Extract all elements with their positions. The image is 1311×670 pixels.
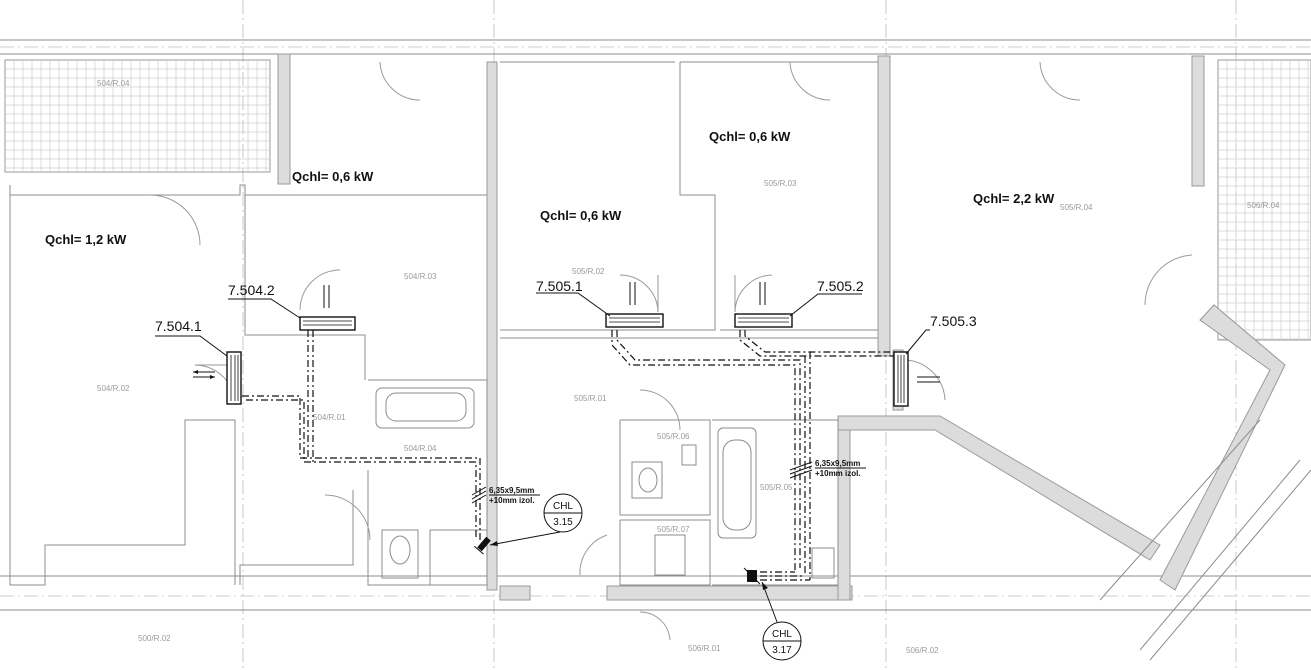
airflow-arrows <box>193 282 940 383</box>
room-number: 505/R.05 <box>760 483 793 492</box>
walls <box>277 53 1286 601</box>
pipe-size: 6,35x9,5mm <box>815 459 860 468</box>
chiller-connection-1: CHL 3.15 <box>473 493 583 555</box>
indoor-unit-7-505-2 <box>734 313 793 328</box>
room-number: 505/R.04 <box>1060 203 1093 212</box>
room-number: 504/R.03 <box>404 272 437 281</box>
unit-tag: 7.504.2 <box>228 282 275 298</box>
chiller-code: CHL <box>553 501 573 512</box>
room-number: 506/R.04 <box>1247 201 1280 210</box>
indoor-unit-7-505-3 <box>893 351 909 407</box>
pipe-insulation: +10mm izol. <box>489 496 535 505</box>
room-number: 506/R.02 <box>906 646 939 655</box>
indoor-units <box>226 313 909 407</box>
cooling-load-label: Qchl= 2,2 kW <box>973 191 1055 206</box>
pipe-tag-2: 6,35x9,5mm +10mm izol. <box>789 459 866 479</box>
chiller-number: 3.15 <box>553 517 573 528</box>
room-number: 505/R.03 <box>764 179 797 188</box>
room-number: 504/R.01 <box>313 413 346 422</box>
room-number: 506/R.01 <box>688 644 721 653</box>
unit-tag: 7.505.1 <box>536 278 583 294</box>
pipe-insulation: +10mm izol. <box>815 469 861 478</box>
indoor-unit-7-504-2 <box>299 316 356 331</box>
unit-leaders <box>155 292 930 357</box>
cooling-load-label: Qchl= 1,2 kW <box>45 232 127 247</box>
balcony-right <box>1217 59 1311 341</box>
room-number: 504/R.04 <box>97 79 130 88</box>
room-numbers: 504/R.04 504/R.03 504/R.02 504/R.01 504/… <box>97 79 1280 655</box>
chiller-connection-2: CHL 3.17 <box>743 567 802 661</box>
cooling-load-label: Qchl= 0,6 kW <box>540 208 622 223</box>
room-number: 504/R.04 <box>404 444 437 453</box>
room-number: 504/R.02 <box>97 384 130 393</box>
unit-tag: 7.504.1 <box>155 318 202 334</box>
chiller-number: 3.17 <box>772 645 792 656</box>
room-number: 505/R.07 <box>657 525 690 534</box>
room-outlines <box>9 61 1311 661</box>
room-number: 500/R.02 <box>138 634 171 643</box>
unit-tag: 7.505.2 <box>817 278 864 294</box>
doors <box>149 61 1193 641</box>
indoor-unit-7-504-1 <box>226 351 242 405</box>
cooling-load-label: Qchl= 0,6 kW <box>709 129 791 144</box>
chiller-code: CHL <box>772 629 792 640</box>
room-number: 505/R.02 <box>572 267 605 276</box>
room-number: 505/R.06 <box>657 432 690 441</box>
indoor-unit-7-505-1 <box>605 313 664 328</box>
pipe-size: 6,35x9,5mm <box>489 486 534 495</box>
balcony-left <box>4 59 271 173</box>
refrigerant-pipes <box>242 330 896 581</box>
room-number: 505/R.01 <box>574 394 607 403</box>
unit-tag: 7.505.3 <box>930 313 977 329</box>
pipe-tag-1: 6,35x9,5mm +10mm izol. <box>471 486 540 505</box>
cooling-load-label: Qchl= 0,6 kW <box>292 169 374 184</box>
